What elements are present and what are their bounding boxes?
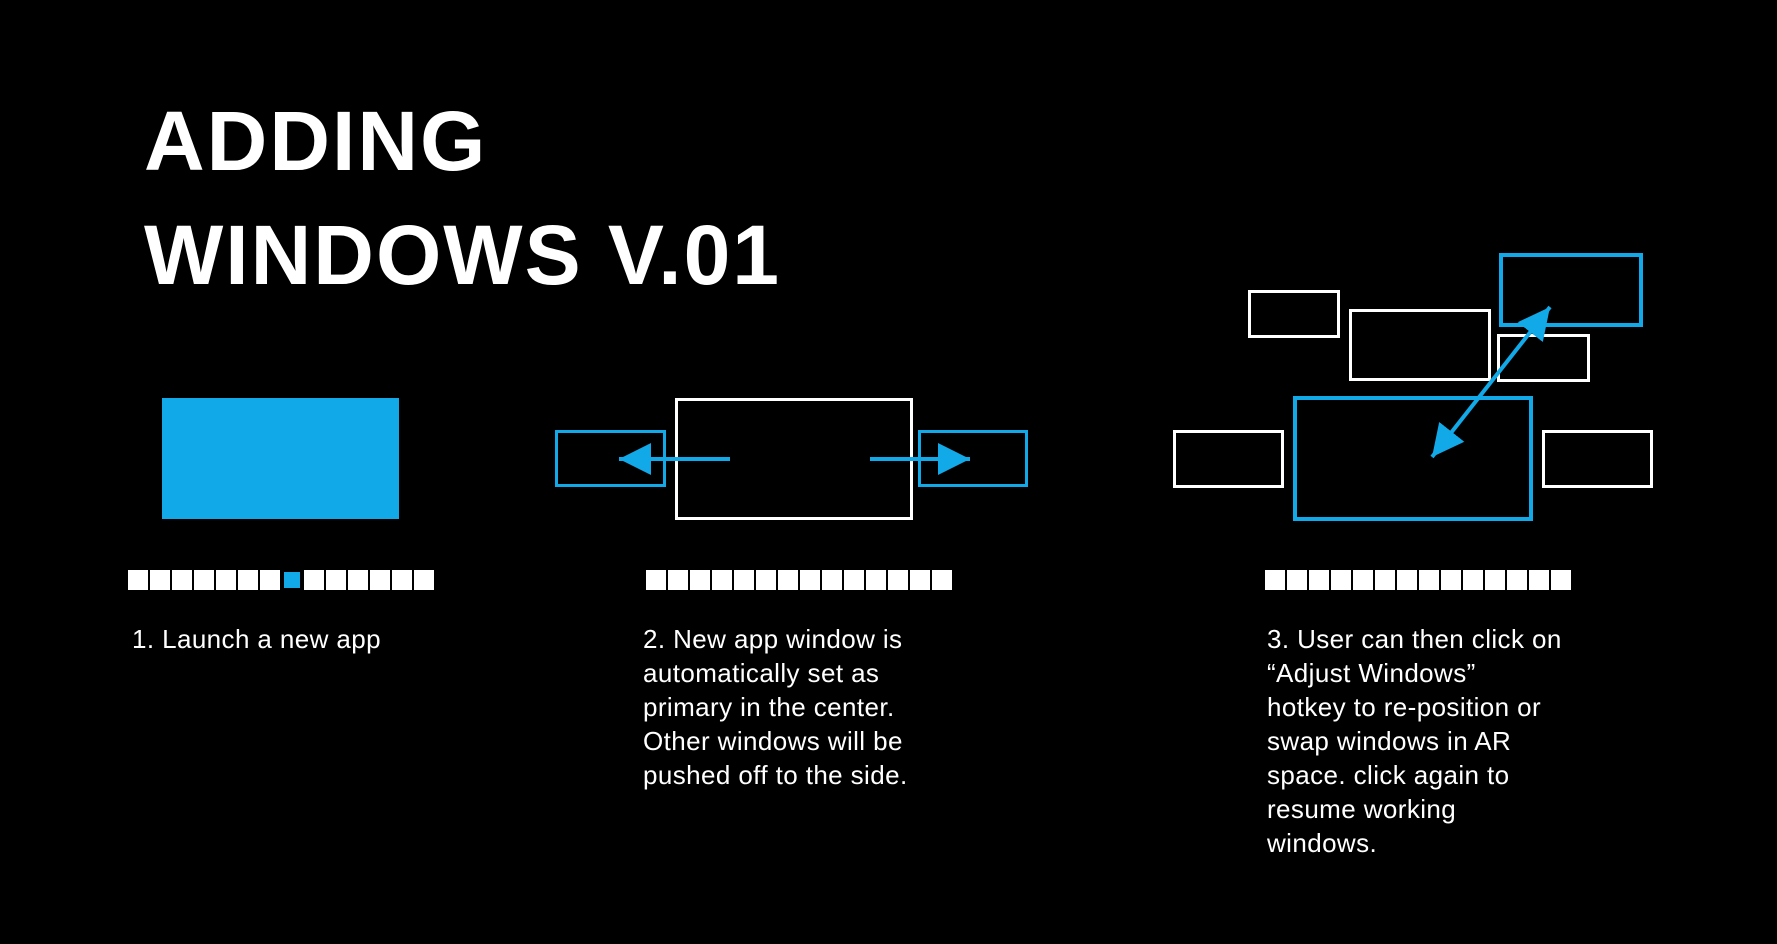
taskbar-slot: [668, 570, 688, 590]
taskbar-slot: [910, 570, 930, 590]
taskbar-slot: [866, 570, 886, 590]
app-taskbar-2: [646, 570, 952, 590]
taskbar-slot: [1265, 570, 1285, 590]
ar-window-right: [1542, 430, 1653, 488]
taskbar-slot: [238, 570, 258, 590]
taskbar-slot: [888, 570, 908, 590]
taskbar-slot: [150, 570, 170, 590]
taskbar-slot: [1485, 570, 1505, 590]
ar-window-primary-selected: [1293, 396, 1533, 521]
taskbar-slot: [1353, 570, 1373, 590]
taskbar-slot: [326, 570, 346, 590]
ar-window-swap-target: [1499, 253, 1643, 327]
taskbar-slot: [1309, 570, 1329, 590]
taskbar-slot: [844, 570, 864, 590]
ar-window-left: [1173, 430, 1284, 488]
taskbar-slot: [128, 570, 148, 590]
taskbar-slot: [778, 570, 798, 590]
taskbar-slot: [414, 570, 434, 590]
launched-app-window: [162, 398, 399, 519]
taskbar-slot: [822, 570, 842, 590]
taskbar-slot: [1463, 570, 1483, 590]
taskbar-slot: [194, 570, 214, 590]
taskbar-slot: [370, 570, 390, 590]
app-taskbar-3: [1265, 570, 1571, 590]
taskbar-slot: [1375, 570, 1395, 590]
ar-window-middle: [1349, 309, 1491, 381]
ar-window-right-small: [1497, 334, 1590, 382]
taskbar-slot: [756, 570, 776, 590]
taskbar-slot: [1419, 570, 1439, 590]
taskbar-slot: [734, 570, 754, 590]
taskbar-slot: [712, 570, 732, 590]
taskbar-slot: [216, 570, 236, 590]
taskbar-slot: [800, 570, 820, 590]
taskbar-slot: [1551, 570, 1571, 590]
page-title: ADDING WINDOWS V.01: [144, 94, 782, 302]
taskbar-slot: [392, 570, 412, 590]
taskbar-slot: [1287, 570, 1307, 590]
app-taskbar-1: [128, 570, 434, 590]
taskbar-slot-active: [282, 570, 302, 590]
taskbar-slot: [304, 570, 324, 590]
taskbar-slot: [1529, 570, 1549, 590]
taskbar-slot: [1441, 570, 1461, 590]
taskbar-slot: [348, 570, 368, 590]
step-2-caption: 2. New app window is automatically set a…: [643, 624, 908, 790]
taskbar-slot: [646, 570, 666, 590]
taskbar-slot: [690, 570, 710, 590]
step-3-caption: 3. User can then click on “Adjust Window…: [1267, 624, 1562, 858]
taskbar-slot: [932, 570, 952, 590]
taskbar-slot: [260, 570, 280, 590]
taskbar-slot: [1507, 570, 1527, 590]
taskbar-slot: [1331, 570, 1351, 590]
taskbar-slot: [1397, 570, 1417, 590]
step-1-caption: 1. Launch a new app: [132, 624, 382, 654]
ar-window-small-top-left: [1248, 290, 1340, 338]
taskbar-slot: [172, 570, 192, 590]
